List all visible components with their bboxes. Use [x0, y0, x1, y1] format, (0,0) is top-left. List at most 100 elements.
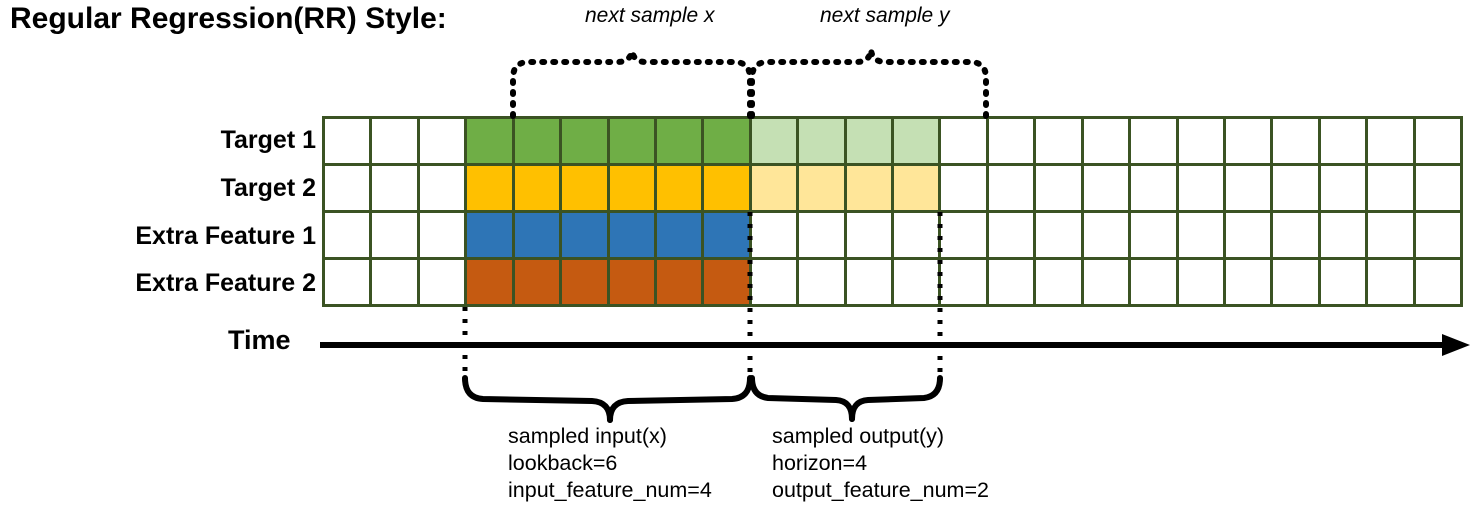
grid-cell-r4-c11	[799, 260, 844, 304]
grid-cell-r4-c7	[609, 260, 654, 304]
grid-cell-r4-c15	[988, 260, 1034, 304]
grid-cell-r3-c17	[1083, 213, 1129, 257]
grid-cell-r4-c24	[1415, 260, 1460, 304]
brace-sampled-output	[749, 375, 943, 422]
grid-cell-r3-c21	[1273, 213, 1318, 257]
grid-cell-r3-c7	[609, 213, 654, 257]
grid-cell-r3-c24	[1415, 213, 1460, 257]
grid-cell-r3-c14	[941, 213, 986, 257]
grid-cell-r4-c5	[514, 260, 560, 304]
grid-cell-r2-c8	[656, 166, 702, 210]
grid-cell-r3-c18	[1131, 213, 1176, 257]
grid-cell-r2-c23	[1368, 166, 1413, 210]
grid-cell-r4-c20	[1225, 260, 1271, 304]
grid-cell-r2-c18	[1131, 166, 1176, 210]
grid-cell-r2-c10	[751, 166, 797, 210]
grid-cell-r1-c16	[1036, 119, 1081, 163]
grid-cell-r1-c1	[325, 119, 370, 163]
grid-cell-r4-c17	[1083, 260, 1129, 304]
grid-cell-r1-c17	[1083, 119, 1129, 163]
grid-cell-r4-c14	[941, 260, 986, 304]
grid-cell-r3-c13	[894, 213, 939, 257]
grid-cell-r4-c21	[1273, 260, 1318, 304]
grid-cell-r1-c10	[751, 119, 797, 163]
grid-cell-r3-c19	[1178, 213, 1223, 257]
grid-cell-r4-c9	[704, 260, 749, 304]
grid-cell-r3-c12	[846, 213, 891, 257]
grid-cell-r1-c14	[941, 119, 986, 163]
row-label-target-2: Target 2	[220, 174, 316, 202]
grid-cell-r2-c12	[846, 166, 891, 210]
grid-cell-r1-c12	[846, 119, 891, 163]
dotted-brace-next-sample-y	[749, 45, 989, 119]
grid-cell-r4-c16	[1036, 260, 1081, 304]
grid-cell-r2-c11	[799, 166, 844, 210]
grid-cell-r3-c11	[799, 213, 844, 257]
grid-cell-r2-c17	[1083, 166, 1129, 210]
note-sampled-input-line2: lookback=6	[508, 451, 618, 475]
grid-cell-r3-c8	[656, 213, 702, 257]
grid-cell-r4-c23	[1368, 260, 1413, 304]
grid-cell-r1-c23	[1368, 119, 1413, 163]
grid-cell-r4-c8	[656, 260, 702, 304]
grid-cell-r1-c7	[609, 119, 654, 163]
grid-cell-r1-c6	[562, 119, 607, 163]
grid-cell-r1-c21	[1273, 119, 1318, 163]
grid-cell-r2-c3	[419, 166, 465, 210]
grid-cell-r2-c24	[1415, 166, 1460, 210]
brace-label-next-sample-y: next sample y	[820, 4, 950, 27]
grid-cell-r3-c3	[419, 213, 465, 257]
grid-cell-r1-c19	[1178, 119, 1223, 163]
grid-cell-r3-c6	[562, 213, 607, 257]
grid-cell-r1-c22	[1320, 119, 1366, 163]
brace-sampled-input	[462, 375, 753, 423]
grid-cell-r3-c22	[1320, 213, 1366, 257]
grid-cell-r4-c18	[1131, 260, 1176, 304]
note-sampled-output-line2: horizon=4	[772, 451, 868, 475]
grid-cell-r1-c3	[419, 119, 465, 163]
grid-cell-r3-c10	[751, 213, 797, 257]
grid-cell-r2-c2	[372, 166, 417, 210]
grid-cell-r3-c23	[1368, 213, 1413, 257]
grid-cell-r2-c14	[941, 166, 986, 210]
timeline-grid	[322, 116, 1463, 307]
grid-cell-r3-c1	[325, 213, 370, 257]
brace-label-next-sample-x: next sample x	[585, 4, 715, 27]
grid-cell-r3-c2	[372, 213, 417, 257]
grid-cell-r4-c12	[846, 260, 891, 304]
grid-cell-r1-c11	[799, 119, 844, 163]
dotted-brace-next-sample-x	[510, 45, 753, 119]
grid-cell-r1-c8	[656, 119, 702, 163]
grid-cell-r4-c6	[562, 260, 607, 304]
grid-cell-r1-c9	[704, 119, 749, 163]
grid-cell-r2-c1	[325, 166, 370, 210]
grid-cell-r4-c13	[894, 260, 939, 304]
grid-cell-r2-c19	[1178, 166, 1223, 210]
note-sampled-input-line3: input_feature_num=4	[508, 478, 712, 502]
grid-cell-r4-c19	[1178, 260, 1223, 304]
grid-cell-r2-c9	[704, 166, 749, 210]
grid-cell-r3-c20	[1225, 213, 1271, 257]
grid-cell-r3-c16	[1036, 213, 1081, 257]
grid-cell-r2-c6	[562, 166, 607, 210]
grid-cell-r3-c9	[704, 213, 749, 257]
note-sampled-output-line3: output_feature_num=2	[772, 478, 989, 502]
time-axis-arrow	[320, 334, 1470, 356]
note-sampled-output-line1: sampled output(y)	[772, 424, 945, 448]
grid-cell-r1-c15	[988, 119, 1034, 163]
grid-cell-r1-c2	[372, 119, 417, 163]
row-label-extra-feature-1: Extra Feature 1	[135, 222, 316, 250]
grid-cell-r4-c1	[325, 260, 370, 304]
grid-cell-r2-c21	[1273, 166, 1318, 210]
row-label-target-1: Target 1	[220, 126, 316, 154]
grid-cell-r1-c13	[894, 119, 939, 163]
grid-cell-r2-c22	[1320, 166, 1366, 210]
grid-cell-r2-c15	[988, 166, 1034, 210]
grid-cell-r1-c24	[1415, 119, 1460, 163]
grid-cell-r3-c15	[988, 213, 1034, 257]
note-sampled-input-line1: sampled input(x)	[508, 424, 667, 448]
row-label-extra-feature-2: Extra Feature 2	[135, 269, 316, 297]
grid-cell-r1-c18	[1131, 119, 1176, 163]
grid-cell-r2-c20	[1225, 166, 1271, 210]
